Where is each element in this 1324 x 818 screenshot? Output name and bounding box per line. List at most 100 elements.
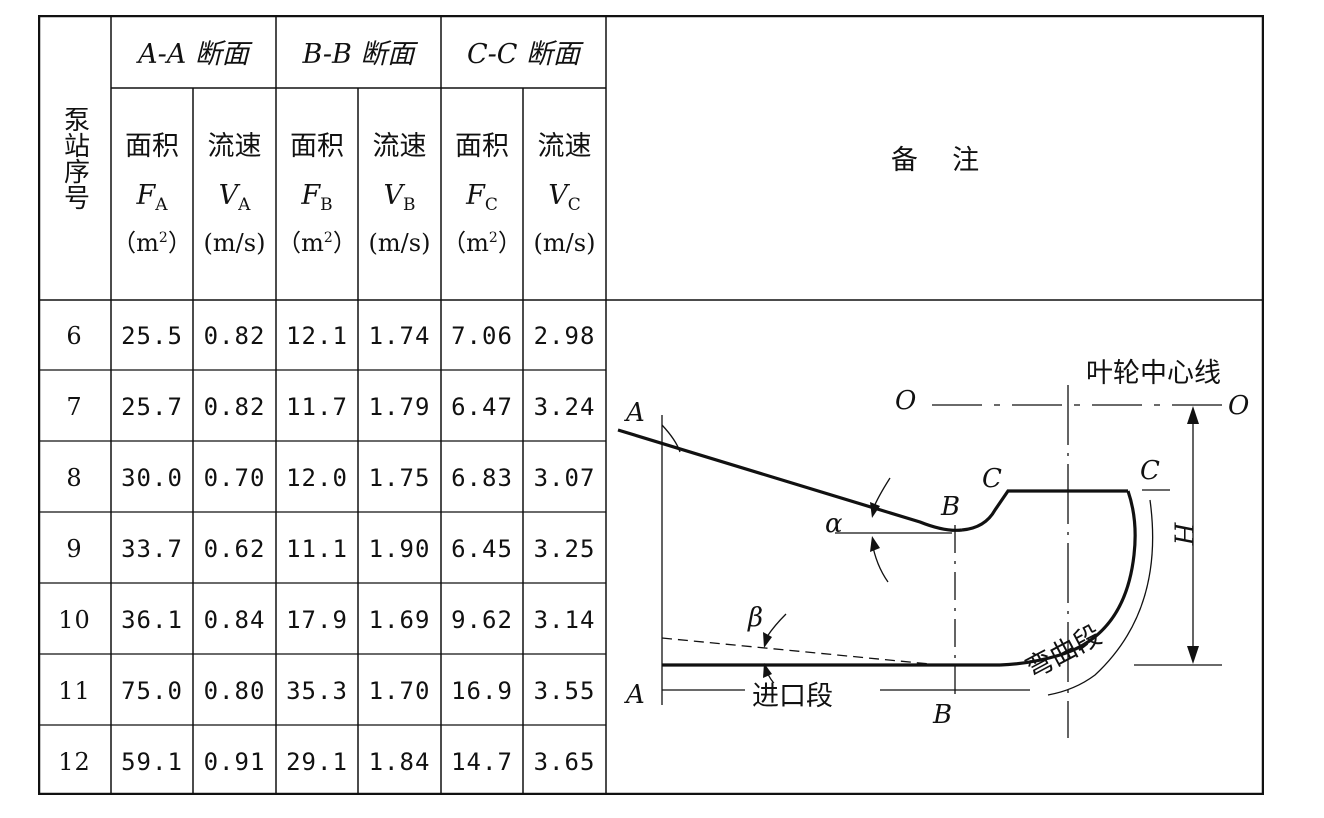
cell-vc: 2.98 — [533, 321, 596, 350]
cell-fc: 6.47 — [451, 392, 513, 421]
cell-fc: 9.62 — [451, 605, 513, 634]
cell-vc: 3.55 — [533, 676, 596, 705]
cell-no: 6 — [66, 321, 83, 350]
cell-no: 11 — [58, 676, 91, 705]
station-no-label: 泵站序号 — [59, 105, 90, 210]
cell-fa: 36.1 — [121, 605, 183, 634]
label-b-top: B — [941, 492, 961, 522]
cell-vc: 3.07 — [533, 463, 596, 492]
cell-fb: 35.3 — [286, 676, 348, 705]
area-label: 面积 — [125, 131, 179, 162]
pump-inlet-diagram — [617, 385, 1222, 738]
cell-vc: 3.65 — [533, 747, 596, 776]
area-header-b: 面积 FB （m2） — [277, 131, 357, 257]
beta-arrow-upper — [763, 632, 772, 648]
cell-vb: 1.79 — [368, 392, 431, 421]
label-alpha: α — [825, 509, 843, 539]
label-c-left: C — [982, 464, 1002, 494]
speed-symbol-c: VC — [548, 180, 581, 215]
label-a-top: A — [626, 398, 645, 428]
cell-va: 0.91 — [203, 747, 266, 776]
label-o-left: O — [895, 386, 917, 416]
speed-unit: (m/s) — [203, 229, 266, 257]
remarks-header: 备 注 — [890, 145, 980, 176]
cell-fc: 14.7 — [451, 747, 513, 776]
cell-va: 0.82 — [203, 321, 266, 350]
area-symbol-a: FA — [136, 180, 168, 215]
speed-header-c: 流速 VC (m/s) — [533, 131, 596, 257]
speed-header-b: 流速 VB (m/s) — [368, 131, 431, 257]
cell-no: 9 — [66, 534, 83, 563]
cell-vc: 3.25 — [533, 534, 596, 563]
cell-fb: 11.1 — [286, 534, 348, 563]
label-h: H — [1167, 522, 1198, 546]
cell-fa: 59.1 — [121, 747, 183, 776]
cell-va: 0.82 — [203, 392, 266, 421]
cell-vb: 1.90 — [368, 534, 431, 563]
cell-fb: 29.1 — [286, 747, 348, 776]
area-symbol-b: FB — [301, 180, 333, 215]
speed-symbol-a: VA — [218, 180, 251, 215]
cell-vb: 1.70 — [368, 676, 431, 705]
cell-fa: 75.0 — [121, 676, 183, 705]
speed-unit: (m/s) — [533, 229, 596, 257]
label-c-right: C — [1140, 456, 1160, 486]
section-header-aa: A-A 断面 — [138, 39, 249, 70]
label-o-right: O — [1228, 391, 1250, 421]
area-unit: （m2） — [112, 229, 192, 257]
cell-fc: 16.9 — [451, 676, 513, 705]
inlet-section-label: 进口段 — [750, 681, 835, 712]
cell-fa: 33.7 — [121, 534, 183, 563]
cell-fa: 30.0 — [121, 463, 183, 492]
speed-label: 流速 — [207, 131, 262, 162]
area-unit: （m2） — [442, 229, 522, 257]
cell-fb: 12.0 — [286, 463, 348, 492]
cell-vc: 3.14 — [533, 605, 596, 634]
table-grid — [38, 15, 1264, 795]
area-unit: （m2） — [277, 229, 357, 257]
cell-no: 8 — [66, 463, 83, 492]
impeller-centerline-label: 叶轮中心线 — [1086, 358, 1221, 389]
cell-fc: 6.83 — [451, 463, 513, 492]
section-header-bb: B-B 断面 — [302, 39, 415, 70]
cell-va: 0.80 — [203, 676, 266, 705]
area-symbol-c: FC — [466, 180, 498, 215]
bend-curve — [999, 490, 1137, 667]
cell-fc: 7.06 — [451, 321, 513, 350]
speed-unit: (m/s) — [368, 229, 431, 257]
cell-no: 7 — [66, 392, 83, 421]
label-b-bottom: B — [933, 700, 953, 730]
speed-symbol-b: VB — [383, 180, 416, 215]
cell-fb: 11.7 — [286, 392, 348, 421]
station-no-header: 泵站序号 — [38, 15, 111, 300]
bend-label-arc — [1047, 499, 1154, 696]
section-header-cc: C-C 断面 — [466, 39, 581, 70]
label-a-bottom: A — [626, 680, 645, 710]
cell-fb: 17.9 — [286, 605, 348, 634]
cell-vb: 1.69 — [368, 605, 431, 634]
cell-fa: 25.7 — [121, 392, 183, 421]
cell-va: 0.70 — [203, 463, 266, 492]
cell-vb: 1.84 — [368, 747, 431, 776]
area-header-a: 面积 FA （m2） — [111, 88, 193, 300]
beta-arrow-lower — [763, 663, 772, 678]
cell-fa: 25.5 — [121, 321, 183, 350]
h-arrow-bottom — [1187, 646, 1199, 664]
cell-vb: 1.75 — [368, 463, 431, 492]
data-table: 泵站序号 A-A 断面 B-B 断面 C-C 断面 面积 FA （m2） 流速 … — [38, 15, 1264, 795]
speed-header-a: 流速 VA (m/s) — [193, 88, 276, 300]
cell-no: 10 — [58, 605, 91, 634]
transition-curve — [961, 489, 1128, 532]
label-beta: β — [748, 603, 764, 633]
cell-no: 12 — [58, 747, 91, 776]
cell-fc: 6.45 — [451, 534, 513, 563]
alpha-arrow-lower — [870, 536, 880, 552]
cell-vc: 3.24 — [533, 392, 596, 421]
cell-va: 0.62 — [203, 534, 266, 563]
alpha-arrow-upper — [870, 502, 880, 518]
cell-fb: 12.1 — [286, 321, 348, 350]
h-arrow-top — [1187, 406, 1199, 424]
a-arc — [661, 424, 681, 453]
inlet-top-wall — [617, 428, 963, 532]
cell-va: 0.84 — [203, 605, 266, 634]
